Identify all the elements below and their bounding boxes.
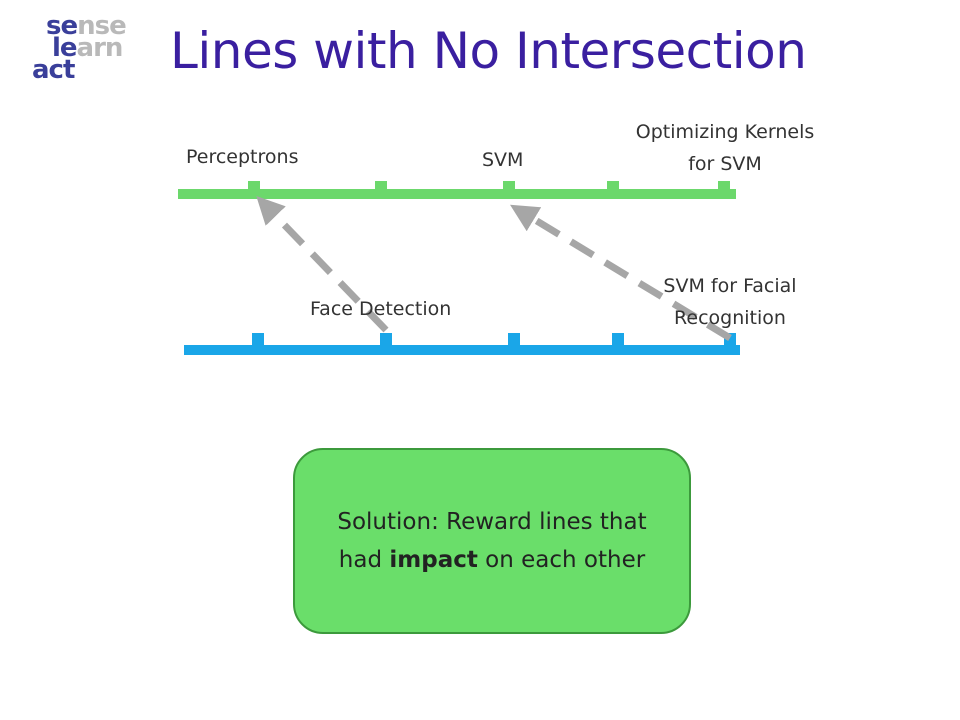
top-tick-optimizing-kernels xyxy=(718,181,730,191)
bottom-tick-face-detection xyxy=(380,333,392,347)
logo-line-act: act xyxy=(32,55,75,85)
label-perceptrons: Perceptrons xyxy=(186,146,299,168)
bottom-timeline-bar xyxy=(184,345,740,355)
label-face-detection: Face Detection xyxy=(310,298,452,320)
label-optimizing-kernels: Optimizing Kernels for SVM xyxy=(635,121,815,175)
top-timeline-bar xyxy=(178,189,736,199)
top-tick-2 xyxy=(375,181,387,191)
arrow-svm-facial-to-svm xyxy=(510,204,732,341)
top-tick-svm xyxy=(503,181,515,191)
top-timeline xyxy=(178,181,736,199)
label-svm: SVM xyxy=(482,149,524,171)
slide-title: Lines with No Intersection xyxy=(170,22,807,80)
solution-text: Solution: Reward lines that had impact o… xyxy=(337,509,647,573)
bottom-tick-3 xyxy=(508,333,520,347)
bottom-tick-4 xyxy=(612,333,624,347)
logo-line-learn: learn xyxy=(52,33,123,63)
solution-box: Solution: Reward lines that had impact o… xyxy=(293,448,691,634)
top-tick-perceptrons xyxy=(248,181,260,191)
bottom-timeline xyxy=(184,333,740,355)
logo-line-sense: sense xyxy=(46,11,127,41)
arrow-face-detection-to-perceptrons xyxy=(256,195,389,333)
bottom-tick-1 xyxy=(252,333,264,347)
label-svm-facial-recognition: SVM for Facial Recognition xyxy=(663,275,797,329)
sense-learn-act-logo: sense learn act xyxy=(28,11,138,85)
top-tick-4 xyxy=(607,181,619,191)
